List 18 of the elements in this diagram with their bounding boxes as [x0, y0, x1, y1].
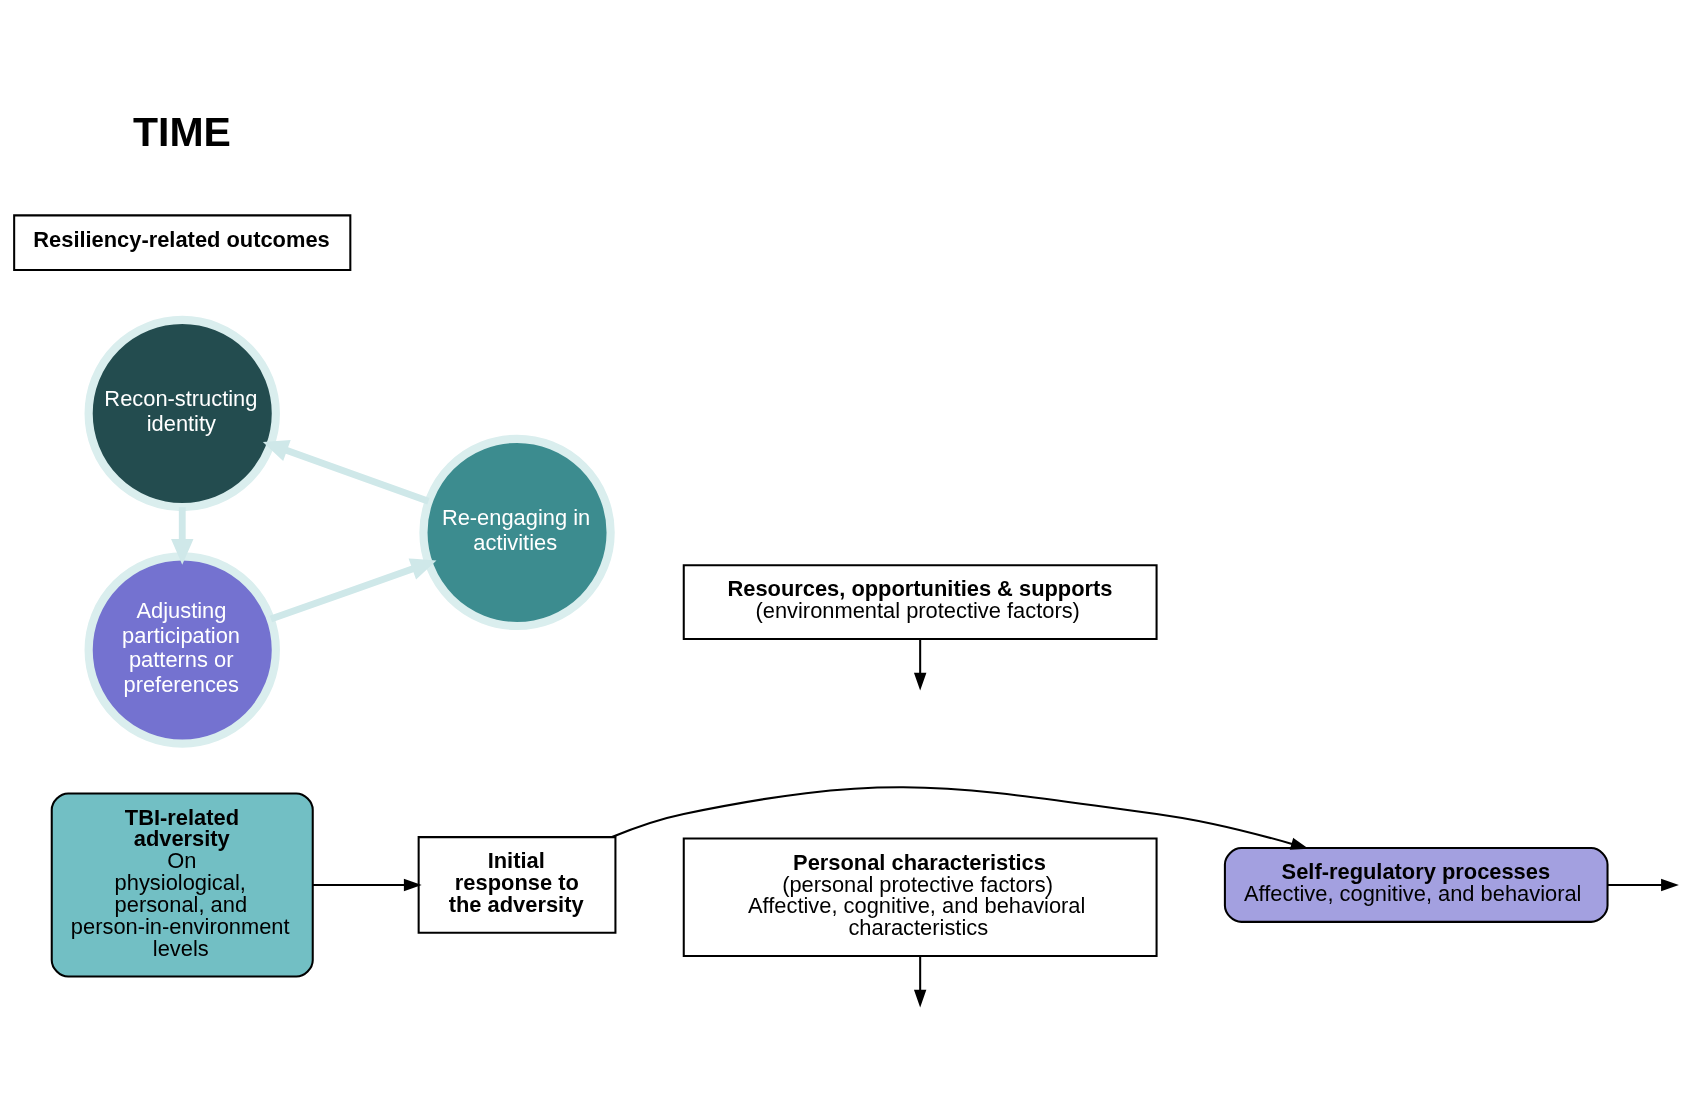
- node-box: Resources, opportunities & supports (environmental protective factors): [682, 564, 1158, 640]
- arrow: [171, 507, 194, 565]
- node-box: Personal characteristics (personal protective factors) Affective, cognitive, and behavioral characteristics: [682, 837, 1158, 958]
- arrow: [611, 786, 1309, 850]
- node-circle: Adjusting participation patterns or preferences: [84, 552, 280, 748]
- node-box: Self-regulatory processes Affective, cognitive, and behavioral: [1223, 847, 1609, 923]
- arrow: [312, 878, 422, 892]
- label: TIME: [133, 109, 231, 156]
- node-circle: Recon-structing identity: [84, 315, 280, 512]
- arrow: [262, 439, 430, 505]
- node-box: TBI-related adversity On physiological, personal, and person-in-environment levels: [50, 792, 314, 978]
- arrow: [913, 639, 927, 691]
- arrow: [269, 558, 437, 623]
- node-box: Initial response to the adversity: [417, 836, 617, 934]
- node-box: Resiliency-related outcomes: [13, 214, 352, 272]
- arrow: [1608, 878, 1679, 892]
- arrow: [913, 956, 927, 1008]
- node-circle: Re-engaging in activities: [419, 434, 615, 631]
